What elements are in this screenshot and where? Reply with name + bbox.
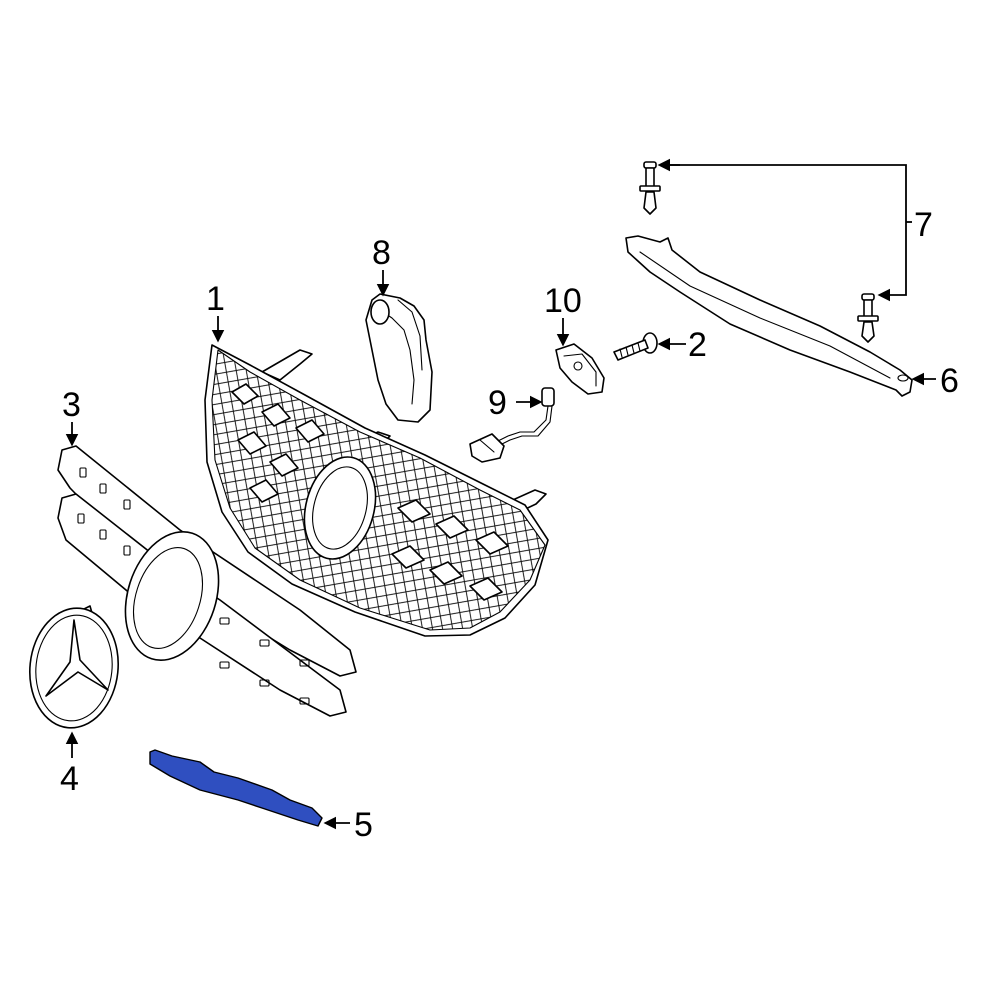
push-clip-lower[interactable] bbox=[857, 293, 879, 343]
callout-3: 3 bbox=[62, 386, 81, 424]
grille-bar-trim[interactable] bbox=[57, 445, 357, 717]
grille-assembly[interactable] bbox=[200, 340, 560, 640]
radar-bracket[interactable] bbox=[365, 293, 433, 423]
callout-6: 6 bbox=[940, 362, 959, 400]
emblem[interactable] bbox=[24, 604, 124, 733]
leader-7-bracket bbox=[662, 164, 907, 302]
callout-4: 4 bbox=[60, 760, 79, 798]
sensor[interactable] bbox=[555, 343, 605, 395]
callout-10: 10 bbox=[544, 282, 582, 320]
push-clip-upper[interactable] bbox=[639, 161, 661, 215]
wiring-harness[interactable] bbox=[469, 387, 555, 463]
callout-9: 9 bbox=[488, 384, 507, 422]
callout-2: 2 bbox=[688, 326, 707, 364]
callouts: 1 2 3 4 5 6 7 8 9 10 bbox=[60, 206, 959, 844]
screw[interactable] bbox=[613, 332, 658, 361]
callout-7: 7 bbox=[914, 206, 933, 244]
lower-deflector[interactable] bbox=[149, 749, 323, 827]
callout-8: 8 bbox=[372, 234, 391, 272]
leader-lines bbox=[65, 158, 936, 830]
callout-1: 1 bbox=[206, 280, 225, 318]
callout-5: 5 bbox=[354, 806, 373, 844]
